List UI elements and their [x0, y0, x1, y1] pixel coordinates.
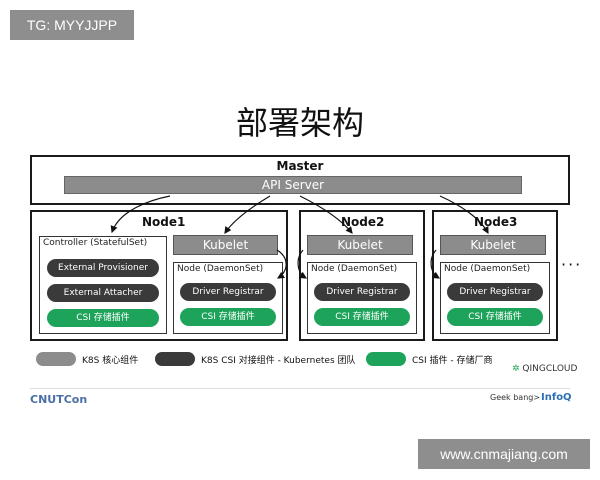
node1-csi-plugin: CSI 存储插件	[47, 309, 159, 327]
legend-text-vendor: CSI 插件 - 存储厂商	[412, 356, 493, 366]
node1-controller-box: Controller (StatefulSet) External Provis…	[39, 236, 167, 334]
node1-daemonset-box: Node (DaemonSet) Driver Registrar CSI 存储…	[173, 262, 283, 334]
legend-swatch-vendor	[366, 352, 406, 366]
legend-text-csi: K8S CSI 对接组件 - Kubernetes 团队	[201, 356, 356, 366]
tag-badge: TG: MYYJJPP	[10, 10, 134, 40]
qingcloud-icon: ✲	[512, 364, 520, 374]
node3-daemonset-box: Node (DaemonSet) Driver Registrar CSI 存储…	[440, 262, 550, 334]
node2-daemonset-box: Node (DaemonSet) Driver Registrar CSI 存储…	[307, 262, 417, 334]
node1-title: Node1	[142, 215, 186, 229]
node2-box: Node2 Kubelet Node (DaemonSet) Driver Re…	[299, 210, 425, 341]
node2-driver-registrar: Driver Registrar	[314, 283, 410, 301]
arrow-api-kubelet2	[299, 195, 353, 234]
node3-driver-registrar: Driver Registrar	[447, 283, 543, 301]
slide-footer	[30, 388, 570, 412]
node1-external-provisioner: External Provisioner	[47, 259, 159, 277]
node3-box: Node3 Kubelet Node (DaemonSet) Driver Re…	[432, 210, 558, 341]
node2-csi-plugin: CSI 存储插件	[314, 308, 410, 326]
watermark-badge: www.cnmajiang.com	[418, 439, 590, 469]
node3-kubelet: Kubelet	[440, 235, 546, 255]
geekbang-logo: Geek bang>	[490, 393, 541, 402]
node1-controller-label: Controller (StatefulSet)	[43, 238, 148, 248]
arrow-kubelet1-registrar	[276, 249, 287, 279]
arrow-api-controller	[110, 195, 171, 234]
arrow-kubelet2-registrar	[297, 249, 308, 279]
legend-swatch-csi	[155, 352, 195, 366]
qingcloud-logo: ✲ QINGCLOUD	[512, 364, 577, 374]
diagram-title: 部署架构	[235, 104, 364, 142]
arrow-kubelet3-registrar	[430, 249, 441, 279]
arrow-api-kubelet1	[224, 195, 271, 234]
node1-external-attacher: External Attacher	[47, 284, 159, 302]
node3-title: Node3	[474, 215, 518, 229]
api-server: API Server	[64, 176, 522, 194]
node3-daemonset-label: Node (DaemonSet)	[444, 264, 531, 274]
node2-title: Node2	[341, 215, 385, 229]
more-nodes-ellipsis: ···	[561, 255, 583, 274]
node1-box: Node1 Controller (StatefulSet) External …	[30, 210, 288, 341]
cnutcon-logo: CNUTCon	[30, 393, 88, 406]
master-label: Master	[276, 159, 324, 173]
node1-driver-registrar: Driver Registrar	[180, 283, 276, 301]
infoq-logo: InfoQ	[541, 392, 572, 403]
legend-text-core: K8S 核心组件	[82, 356, 139, 366]
qingcloud-text: QINGCLOUD	[522, 364, 578, 374]
node1-daemonset-label: Node (DaemonSet)	[177, 264, 264, 274]
legend-swatch-core	[36, 352, 76, 366]
node1-kubelet: Kubelet	[173, 235, 278, 255]
node2-daemonset-label: Node (DaemonSet)	[311, 264, 398, 274]
master-box: Master API Server	[30, 155, 570, 205]
arrow-api-kubelet3	[439, 195, 489, 235]
node2-kubelet: Kubelet	[307, 235, 413, 255]
node1-csi-plugin-node: CSI 存储插件	[180, 308, 276, 326]
node3-csi-plugin: CSI 存储插件	[447, 308, 543, 326]
